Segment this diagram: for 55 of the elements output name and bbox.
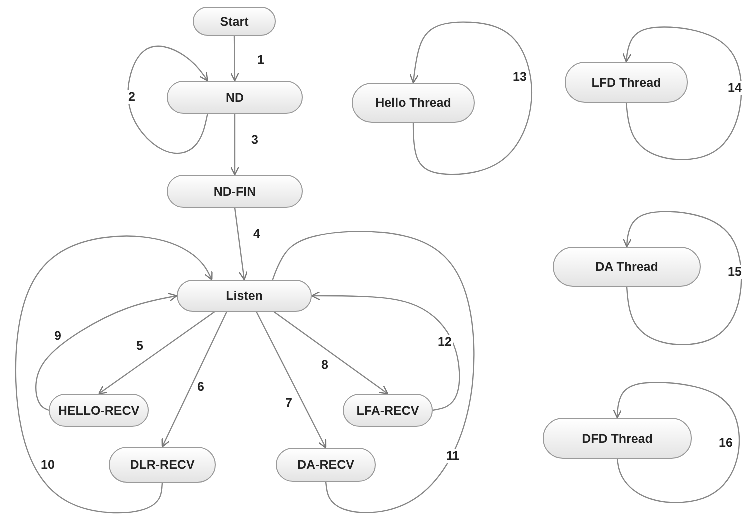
edge-label: 13 — [512, 70, 528, 84]
state-label: LFA-RECV — [356, 404, 420, 418]
edge-label: 3 — [250, 133, 260, 147]
edge-label: 11 — [445, 449, 461, 463]
arrow — [274, 312, 389, 395]
arrow — [234, 208, 248, 281]
edge-label: 4 — [252, 227, 262, 241]
arrow — [15, 236, 213, 514]
state-label: DFD Thread — [582, 432, 653, 446]
state-box — [167, 81, 303, 114]
arrow — [128, 46, 208, 154]
state-box — [276, 448, 376, 482]
edge-label: 2 — [128, 90, 136, 104]
edge-label: 12 — [437, 335, 453, 349]
edge-label: 14 — [727, 81, 743, 95]
state-label: LFD Thread — [592, 76, 662, 90]
edge-label: 8 — [320, 358, 330, 372]
arrow — [36, 292, 178, 412]
state-label: DA-RECV — [298, 458, 354, 472]
state-box — [343, 394, 433, 427]
state-label: ND — [226, 90, 244, 104]
state-box — [193, 7, 276, 36]
arrow — [622, 26, 742, 160]
state-label: DA Thread — [596, 260, 658, 274]
arrow — [98, 312, 216, 395]
arrow — [256, 312, 327, 449]
state-box — [352, 83, 475, 123]
edge-label: 6 — [196, 380, 206, 394]
arrow — [311, 291, 460, 412]
edge-label: 5 — [136, 339, 144, 353]
state-label: Listen — [226, 289, 263, 303]
state-box — [553, 247, 701, 287]
arrow — [622, 211, 742, 346]
state-box — [565, 62, 688, 103]
state-label: HELLO-RECV — [58, 404, 140, 418]
edge-label: 9 — [54, 329, 62, 343]
arrow — [230, 36, 240, 82]
arrow — [162, 312, 228, 448]
arrow — [410, 22, 532, 176]
state-box — [109, 447, 216, 483]
edge-label: 7 — [284, 396, 294, 410]
state-box — [49, 394, 149, 427]
arrow — [230, 114, 240, 176]
edge-label: 16 — [718, 436, 734, 450]
state-box — [543, 418, 692, 459]
edge-label: 10 — [40, 458, 56, 472]
edge-label: 1 — [256, 53, 266, 67]
state-box — [177, 280, 312, 312]
edge-label: 15 — [727, 265, 743, 279]
arrow — [613, 382, 740, 504]
state-label: Start — [220, 14, 249, 28]
state-label: Hello Thread — [376, 96, 452, 110]
state-label: DLR-RECV — [130, 458, 195, 472]
state-box — [167, 175, 303, 208]
state-label: ND-FIN — [214, 184, 256, 198]
